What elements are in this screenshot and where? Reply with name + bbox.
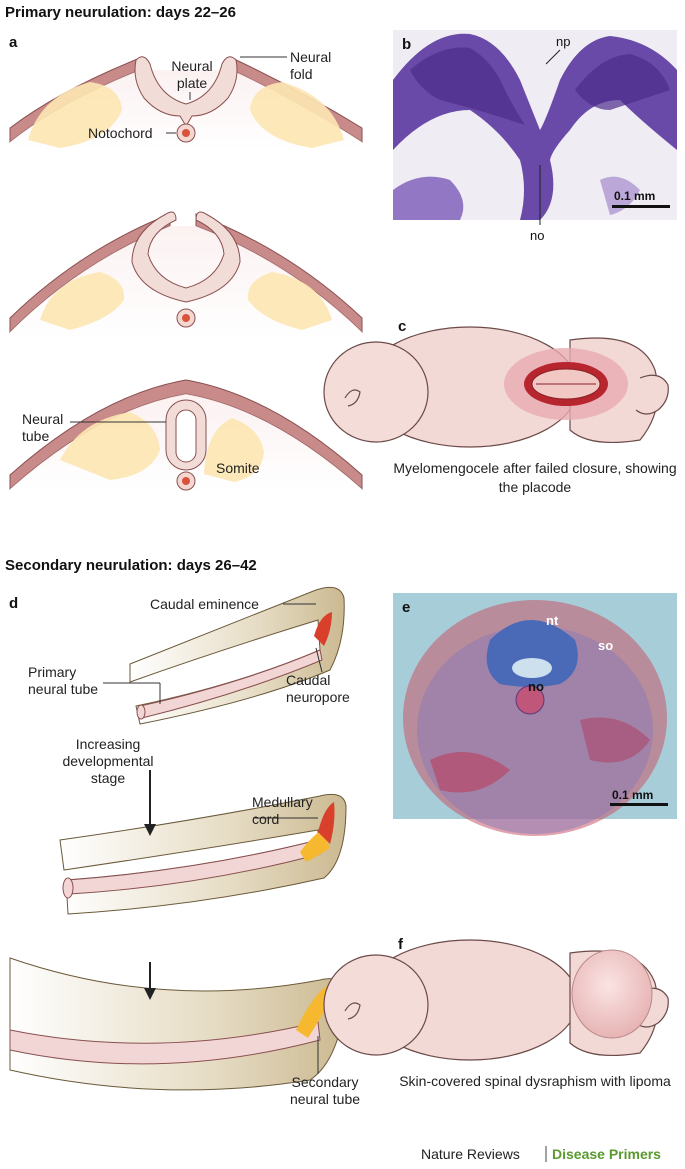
- tailbud-stage-3: [9, 957, 347, 1091]
- stage-arrow-2: [144, 962, 156, 1000]
- panel-letter-c: c: [398, 318, 407, 335]
- neurulation-stage-2: [9, 211, 363, 340]
- panel-letter-d: d: [9, 595, 19, 612]
- scale-bar-e: 0.1 mm: [612, 788, 654, 802]
- caption-c: Myelomengocele after failed closure, sho…: [393, 460, 677, 495]
- infant-c: [323, 326, 669, 448]
- label-secondary-neural-tube: Secondary neural tube: [289, 1074, 361, 1107]
- section-title-primary: Primary neurulation: days 22–26: [5, 4, 236, 21]
- tailbud-stage-2: [59, 793, 347, 915]
- label-caudal-eminence: Caudal eminence: [150, 596, 259, 612]
- label-neural-fold: Neural fold: [290, 49, 332, 82]
- label-medullary-cord: Medullary cord: [252, 794, 313, 827]
- stage-arrow-1: [144, 770, 156, 836]
- label-no-b: no: [530, 228, 545, 243]
- label-primary-neural-tube: Primary neural tube: [28, 664, 99, 697]
- label-neural-tube: Neural tube: [22, 411, 64, 444]
- label-nt: nt: [546, 613, 559, 628]
- panel-letter-f: f: [398, 936, 403, 953]
- neurulation-stage-1: [9, 56, 363, 150]
- scale-bar-b: 0.1 mm: [614, 189, 656, 203]
- label-notochord: Notochord: [88, 125, 153, 141]
- label-no-e: no: [528, 679, 544, 694]
- footer-journal: Nature Reviews: [421, 1146, 520, 1162]
- footer-series-text: Disease Primers: [552, 1146, 661, 1162]
- histology-e: [393, 593, 677, 836]
- label-increasing-stage: Increasing developmental stage: [62, 736, 154, 786]
- label-caudal-neuropore: Caudal neuropore: [286, 672, 350, 705]
- panel-letter-a: a: [9, 34, 18, 51]
- label-somite: Somite: [216, 460, 260, 476]
- label-np: np: [556, 34, 571, 49]
- panel-letter-b: b: [402, 36, 412, 53]
- label-so: so: [598, 638, 614, 653]
- infant-f: [323, 939, 669, 1061]
- section-title-secondary: Secondary neurulation: days 26–42: [5, 557, 257, 574]
- tailbud-stage-1: [129, 586, 345, 725]
- caption-f: Skin-covered spinal dysraphism with lipo…: [399, 1073, 671, 1089]
- label-neural-plate: Neural plate: [171, 58, 213, 91]
- histology-b: [393, 30, 677, 220]
- neurulation-stage-3: [9, 379, 363, 492]
- footer-series: Disease Primers: [552, 1146, 661, 1162]
- panel-letter-e: e: [402, 599, 411, 616]
